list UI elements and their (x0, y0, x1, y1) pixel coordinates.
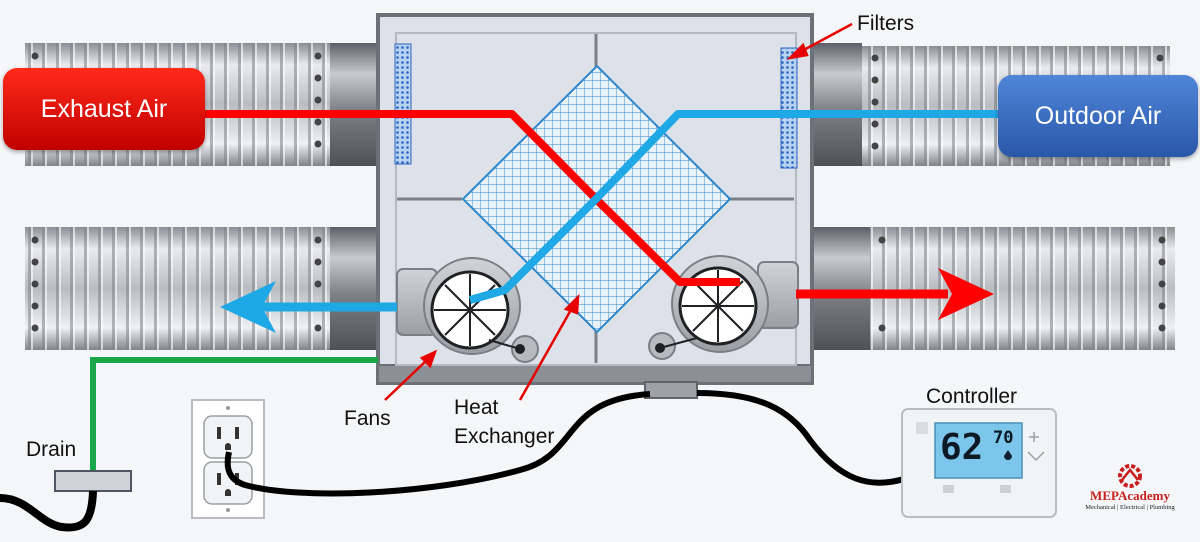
fans-label: Fans (344, 407, 391, 430)
heat-exchanger-label-line1: Heat (454, 396, 499, 419)
thermostat (901, 408, 1057, 518)
brand-name: MEPAcademy (1090, 488, 1170, 503)
outdoor-air-label: Outdoor Air (998, 75, 1198, 157)
supply-arrow-head (220, 281, 276, 333)
power-cord (224, 391, 651, 497)
gear-icon (1118, 464, 1142, 488)
filter-left (394, 43, 412, 165)
drain-label: Drain (26, 438, 77, 461)
controller-cable (696, 390, 908, 486)
duct-bottom-left (25, 227, 378, 350)
drain-pipe (90, 357, 378, 470)
mep-academy-logo: MEPAcademy Mechanical | Electrical | Plu… (1075, 458, 1185, 511)
outdoor-air-path (468, 110, 998, 304)
brand-tagline: Mechanical | Electrical | Plumbing (1085, 504, 1175, 511)
thermostat-temperature: 62 (940, 427, 984, 468)
exhaust-arrow-head (938, 268, 994, 320)
controller-label: Controller (926, 385, 1018, 408)
drain-hose (0, 490, 97, 532)
filters-label: Filters (857, 12, 915, 35)
filters-pointer (799, 22, 853, 54)
exhaust-air-label: Exhaust Air (3, 68, 205, 150)
heat-exchanger-label-line2: Exchanger (454, 425, 555, 448)
filter-right (780, 47, 798, 169)
thermostat-setpoint: 70 (993, 428, 1014, 448)
fans-pointer (384, 359, 428, 401)
duct-bottom-right (812, 227, 1175, 350)
heat-exchanger-pointer (518, 307, 574, 401)
